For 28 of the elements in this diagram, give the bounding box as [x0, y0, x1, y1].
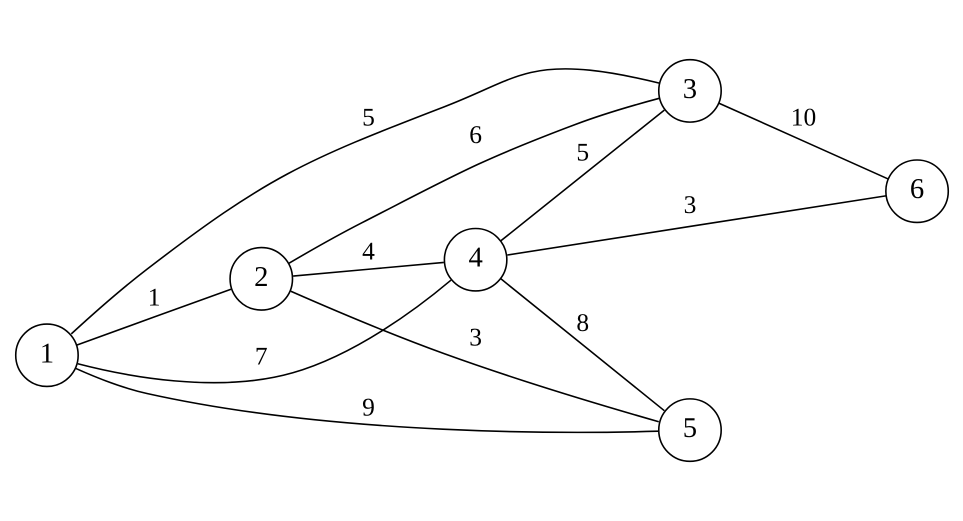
connector: [76, 288, 231, 346]
edge-label: 8: [576, 308, 589, 338]
edge-label: 7: [254, 341, 268, 370]
connector: [506, 195, 886, 256]
connector: [718, 102, 888, 180]
edge-label: 3: [468, 322, 482, 352]
edge-label: 5: [576, 138, 589, 167]
node-circle: 3: [657, 58, 722, 123]
connector: [500, 278, 664, 412]
edge-label: 1: [147, 282, 160, 312]
connector: [290, 290, 658, 423]
edge-label: 10: [790, 102, 816, 132]
edge-label: 6: [468, 120, 482, 150]
edge-label: 4: [362, 236, 374, 266]
edge-label: 9: [362, 392, 374, 422]
node-circle: 4: [443, 228, 508, 292]
connector: [500, 110, 664, 242]
node-circle: 1: [14, 323, 78, 388]
node-circle: 6: [884, 159, 949, 224]
edge-label: 5: [362, 102, 374, 132]
connector: [288, 98, 659, 264]
node-circle: 2: [228, 246, 293, 311]
connector: [70, 68, 660, 334]
node-circle: 5: [657, 398, 722, 462]
edge-label: 3: [683, 190, 696, 220]
connector: [77, 280, 451, 384]
connector: [292, 262, 444, 277]
connector: [75, 368, 658, 434]
